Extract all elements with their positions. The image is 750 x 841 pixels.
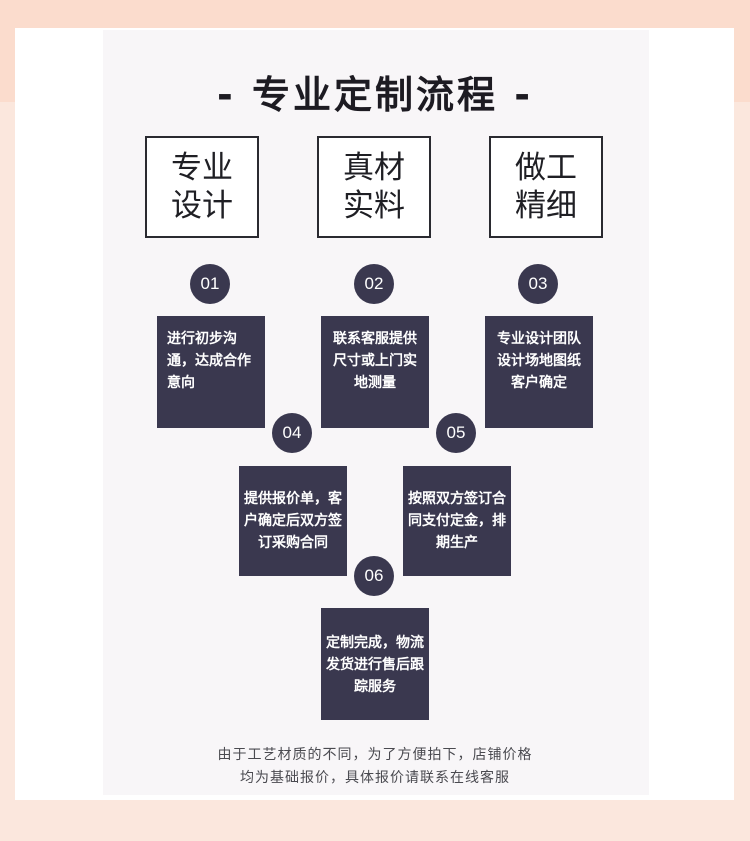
step-number-05: 05 xyxy=(436,413,476,453)
step-number-02: 02 xyxy=(354,264,394,304)
feature-label: 真材实料 xyxy=(343,150,405,224)
feature-label: 专业设计 xyxy=(171,150,233,224)
step-card-03: 专业设计团队设计场地图纸客户确定 xyxy=(485,316,593,428)
step-number-01: 01 xyxy=(190,264,230,304)
step-number-03: 03 xyxy=(518,264,558,304)
footer-note-line2: 均为基础报价，具体报价请联系在线客服 xyxy=(240,770,510,786)
feature-box-material: 真材实料 xyxy=(317,136,431,238)
step-card-06: 定制完成，物流发货进行售后跟踪服务 xyxy=(321,608,429,720)
feature-box-craft: 做工精细 xyxy=(489,136,603,238)
feature-label: 做工精细 xyxy=(515,150,577,224)
footer-note-line1: 由于工艺材质的不同，为了方便拍下，店铺价格 xyxy=(217,747,533,763)
step-card-02: 联系客服提供尺寸或上门实地测量 xyxy=(321,316,429,428)
step-card-04: 提供报价单，客户确定后双方签订采购合同 xyxy=(239,466,347,576)
step-card-01: 进行初步沟通，达成合作意向 xyxy=(157,316,265,428)
step-card-05: 按照双方签订合同支付定金，排期生产 xyxy=(403,466,511,576)
step-number-04: 04 xyxy=(272,413,312,453)
page-title: - 专业定制流程 - xyxy=(216,73,533,117)
feature-box-design: 专业设计 xyxy=(145,136,259,238)
step-number-06: 06 xyxy=(354,556,394,596)
